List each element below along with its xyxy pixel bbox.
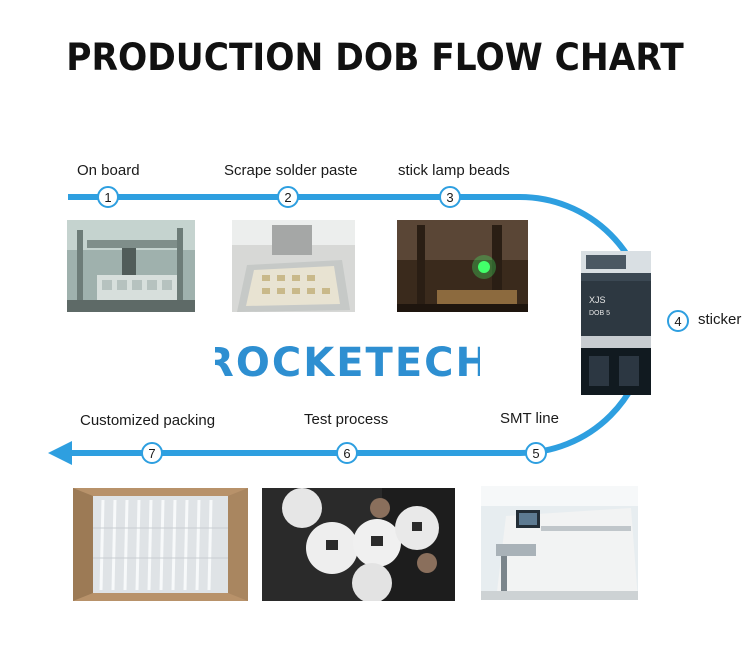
step-circle-6: 6 (336, 442, 358, 464)
step-label-6: Test process (304, 411, 389, 428)
photo-smt-line (481, 486, 638, 600)
photo-scrape-solder-paste (232, 220, 355, 312)
photo-test-process (262, 488, 455, 601)
step-circle-2: 2 (277, 186, 299, 208)
brand-wordmark: ROCKETECH (215, 340, 480, 386)
step-number-5: 5 (532, 446, 539, 461)
step-number-6: 6 (343, 446, 350, 461)
photo-stick-lamp-beads (397, 220, 528, 312)
photo-sticker: XJS DOB 5 (581, 251, 651, 395)
photo-on-board (67, 220, 195, 312)
step-label-7: Customized packing (80, 412, 216, 429)
step-number-1: 1 (104, 190, 111, 205)
photo-customized-packing (73, 488, 248, 601)
machine-model-text: DOB 5 (589, 310, 610, 317)
step-circle-5: 5 (525, 442, 547, 464)
step-label-2: Scrape solder paste (224, 162, 358, 179)
step-circle-3: 3 (439, 186, 461, 208)
step-circle-4: 4 (667, 310, 689, 332)
brand-logo: ROCKETECH (215, 340, 480, 386)
step-circle-1: 1 (97, 186, 119, 208)
step-label-4: sticker (698, 311, 742, 328)
step-label-1: On board (77, 162, 140, 179)
machine-brand-text: XJS (589, 295, 606, 305)
step-label-3: stick lamp beads (398, 162, 510, 179)
step-label-5: SMT line (500, 410, 559, 427)
step-number-7: 7 (148, 446, 155, 461)
step-circle-7: 7 (141, 442, 163, 464)
flow-arrowhead (48, 441, 72, 465)
step-number-3: 3 (446, 190, 453, 205)
step-number-2: 2 (284, 190, 291, 205)
page-title: PRODUCTION DOB FLOW CHART (66, 36, 684, 79)
step-number-4: 4 (674, 314, 681, 329)
